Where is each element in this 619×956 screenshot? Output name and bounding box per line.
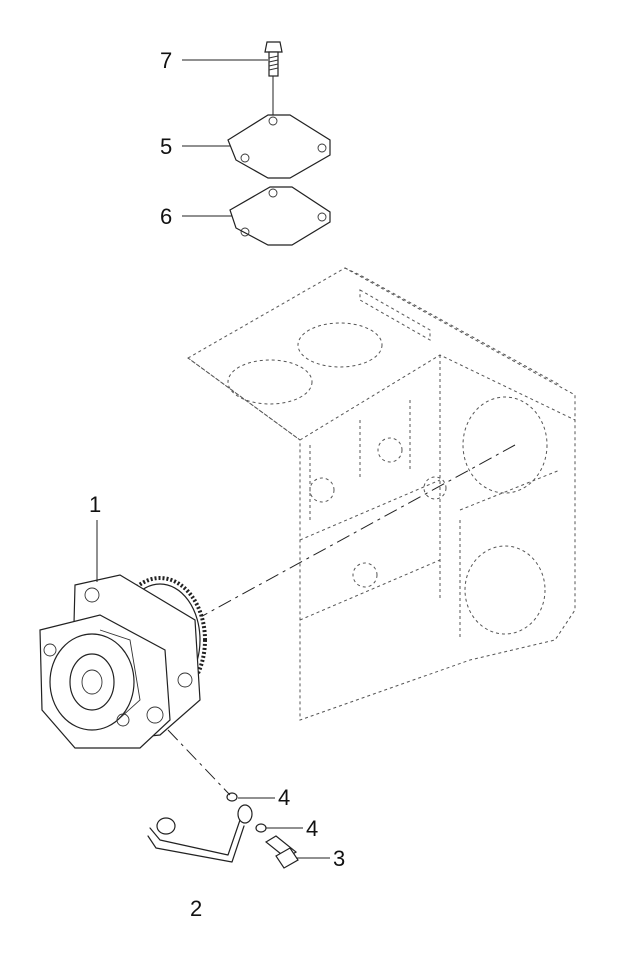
cover-plate-part-5 [227, 114, 331, 179]
washer-parts-4 [226, 792, 267, 833]
callout-1: 1 [89, 492, 101, 517]
engine-block-outline [187, 267, 576, 721]
oil-pipe-part-2 [147, 804, 253, 863]
pump-housing-part-1 [39, 520, 207, 749]
callout-3: 3 [333, 846, 345, 871]
callout-6: 6 [160, 204, 172, 229]
leader-lines [182, 59, 330, 859]
callout-7: 7 [160, 48, 172, 73]
callout-4-upper: 4 [278, 785, 290, 810]
callout-4-lower: 4 [306, 816, 318, 841]
banjo-bolt-part-3 [264, 835, 299, 869]
callout-2: 2 [190, 896, 202, 921]
callout-5: 5 [160, 134, 172, 159]
center-axis-line [194, 444, 516, 621]
gasket-part-6 [229, 186, 331, 246]
bolt-part-7 [264, 41, 283, 118]
assembly-guide-line [167, 729, 231, 796]
